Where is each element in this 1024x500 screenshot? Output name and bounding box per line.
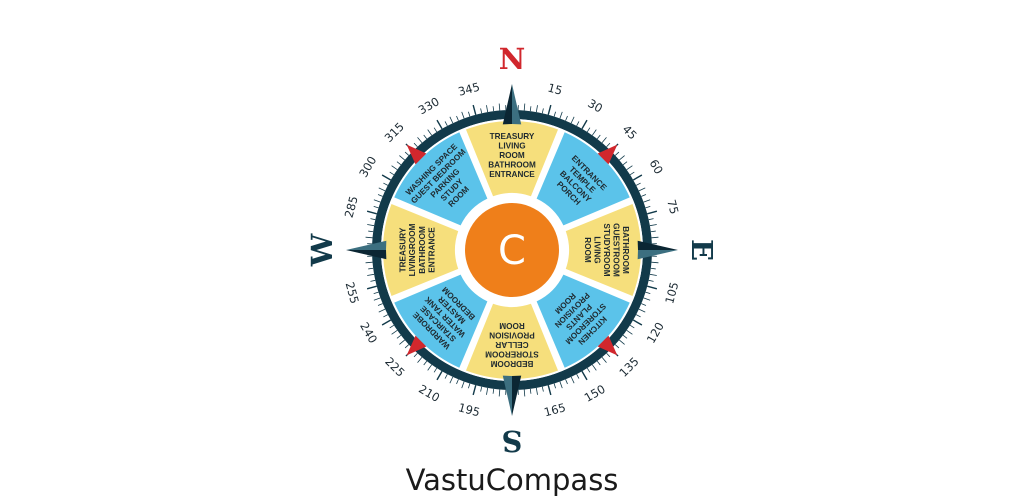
sector-label-line: BATHROOM [418, 226, 427, 274]
degree-label: 315 [382, 120, 407, 145]
sector-label-line: BATHROOM [488, 161, 536, 170]
sector-shape[interactable] [536, 132, 630, 226]
sector-shape[interactable] [394, 274, 488, 368]
cardinal-letters: N E S W [305, 42, 719, 458]
sector-label-line: STOREROOM [485, 350, 539, 359]
sector-label-line: CELLAR [495, 340, 528, 349]
marker-icon [597, 144, 618, 165]
degree-label: 255 [343, 280, 362, 305]
sector-label-line: BATHROOM [621, 226, 630, 274]
sector-label-line: TREASURY [490, 132, 535, 141]
needle-icon [502, 84, 512, 125]
degree-label: 150 [582, 382, 608, 405]
sector-shape[interactable] [536, 274, 630, 368]
degree-label: 45 [620, 122, 640, 142]
sector-label-line: ENTRANCE [427, 227, 436, 273]
sector-label-line: ENTRANCE [489, 170, 535, 179]
needle-icon [346, 240, 387, 250]
degree-label: 240 [357, 320, 380, 346]
sector-shape[interactable] [465, 303, 559, 379]
marker-icon [406, 335, 427, 356]
degree-label: 105 [662, 280, 681, 305]
center-letter: C [498, 228, 526, 274]
intercardinal-markers [406, 144, 618, 356]
needle-icon [512, 84, 522, 125]
degree-label: 330 [416, 94, 442, 117]
app-title: VastuCompass [405, 463, 619, 497]
marker-icon [597, 335, 618, 356]
sector-label-line: BEDROOM [490, 359, 533, 368]
degree-label: 135 [616, 354, 641, 379]
degree-ticks [362, 100, 662, 400]
sector-label-line: ROOM [583, 237, 592, 263]
degree-label: 120 [644, 320, 667, 346]
needle-icon [637, 240, 678, 250]
sector-shape[interactable] [565, 203, 641, 297]
degree-label: 225 [382, 354, 407, 379]
needle-icon [637, 250, 678, 260]
cardinal-needles [346, 84, 678, 416]
degree-label: 165 [542, 400, 567, 419]
needle-icon [512, 375, 522, 416]
cardinal-west-label: W [305, 233, 339, 267]
sector-shape[interactable] [465, 121, 559, 197]
cardinal-south-label: S [502, 424, 523, 458]
sector-label-line: LIVINGROOM [408, 223, 417, 276]
sector-shape[interactable] [383, 203, 459, 297]
sector-label-line: GUESTROOM [612, 223, 621, 277]
degree-label: 345 [456, 80, 481, 99]
sector-label-line: LIVING [498, 141, 525, 150]
needle-icon [346, 250, 387, 260]
cardinal-east-label: E [685, 239, 719, 261]
needle-icon [502, 375, 512, 416]
degree-label: 210 [416, 382, 442, 405]
sector-label-line: PROVISION [489, 330, 535, 339]
sector-label-line: ROOM [499, 321, 525, 330]
marker-icon [406, 144, 427, 165]
sector-label-line: STUDYROOM [602, 223, 611, 276]
sector-shape[interactable] [394, 132, 488, 226]
degree-label: 195 [457, 400, 482, 419]
cardinal-north-label: N [499, 42, 526, 76]
sector-label-line: TREASURY [399, 227, 408, 272]
degree-label: 30 [585, 96, 605, 115]
degree-label: 60 [646, 157, 665, 177]
degree-label: 15 [546, 81, 564, 98]
degree-label: 285 [342, 194, 361, 219]
degree-label: 300 [356, 154, 379, 180]
sector-label-line: LIVING [592, 236, 601, 263]
degree-label: 75 [664, 198, 681, 216]
sector-label-line: ROOM [499, 151, 525, 160]
center-button[interactable] [465, 203, 559, 297]
